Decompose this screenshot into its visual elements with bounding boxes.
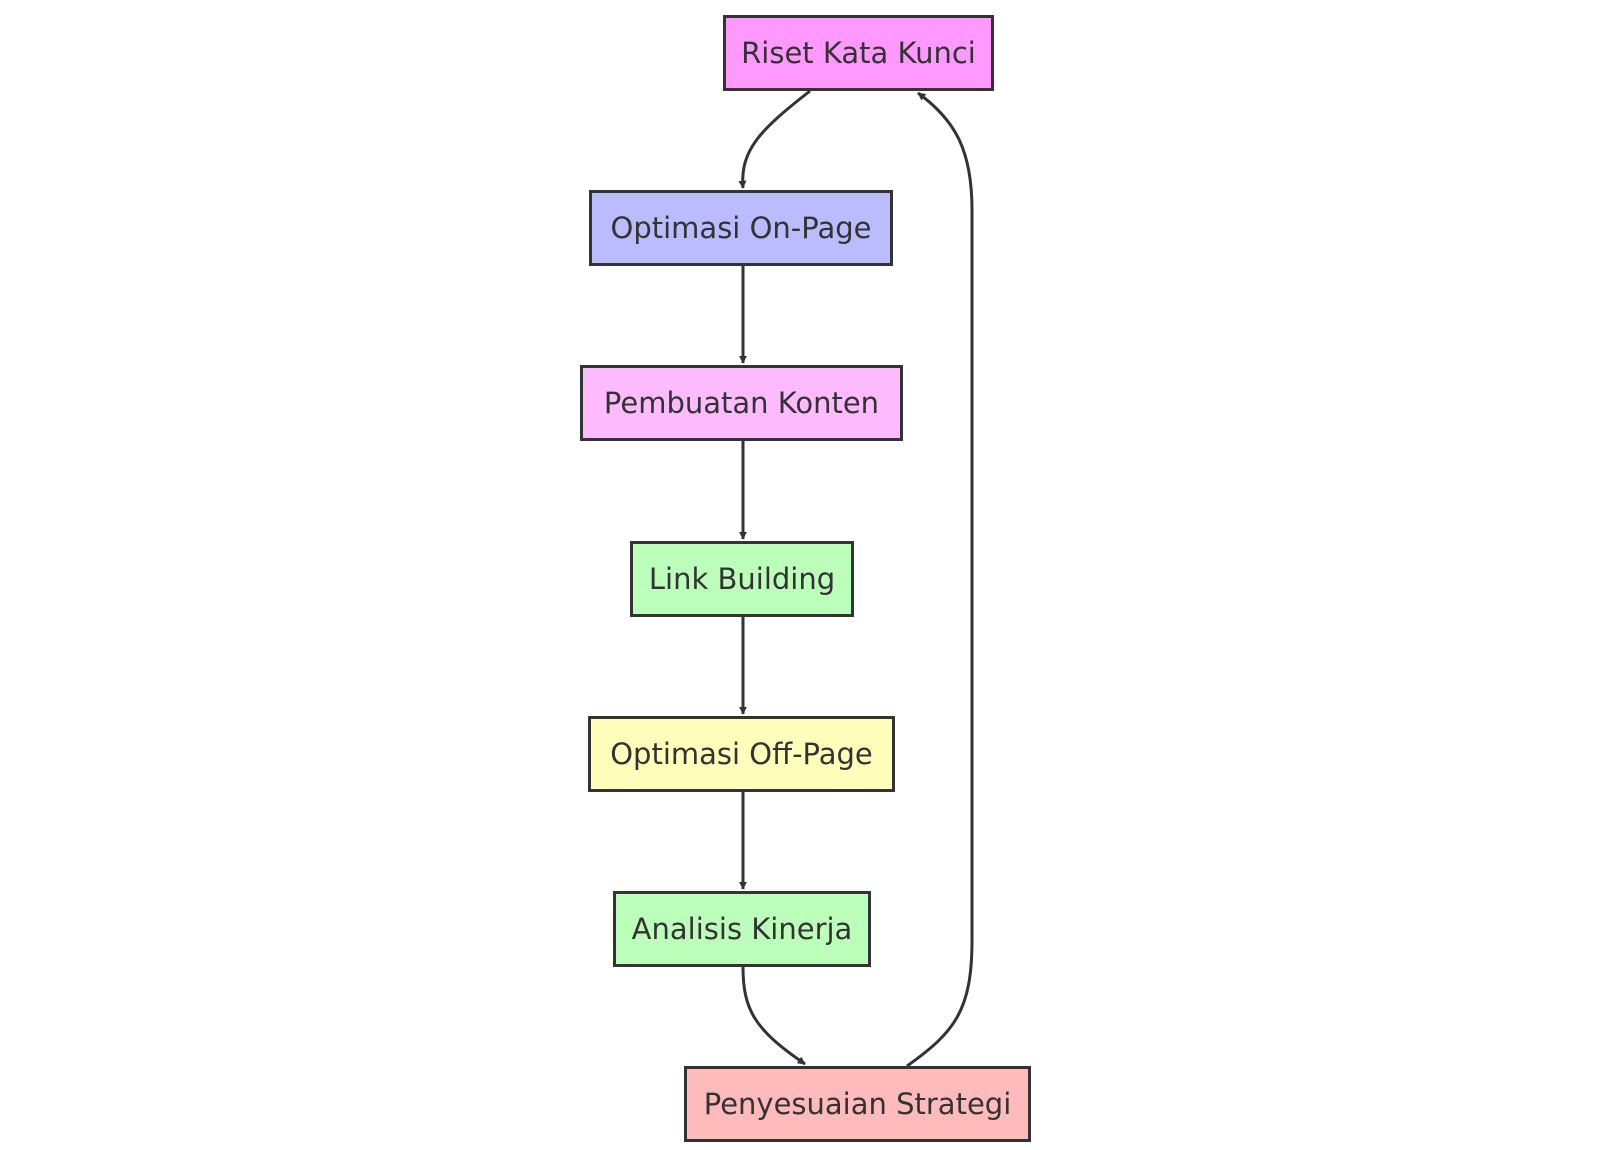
node-label: Link Building [648,562,836,596]
node-analisis-kinerja: Analisis Kinerja [613,891,871,967]
node-penyesuaian-strategi: Penyesuaian Strategi [684,1066,1031,1142]
node-label: Pembuatan Konten [603,386,880,420]
node-label: Optimasi Off-Page [610,737,873,771]
node-link-building: Link Building [630,541,854,617]
edge-riset-to-onpage [738,89,811,189]
edge-analisis-to-penyesuaian [741,966,806,1066]
node-pembuatan-konten: Pembuatan Konten [580,365,903,441]
node-label: Optimasi On-Page [610,211,872,245]
node-riset-kata-kunci: Riset Kata Kunci [723,15,994,91]
node-label: Analisis Kinerja [631,912,853,946]
node-label: Penyesuaian Strategi [703,1087,1012,1121]
node-label: Riset Kata Kunci [741,36,976,70]
node-optimasi-off-page: Optimasi Off-Page [588,716,895,792]
node-optimasi-on-page: Optimasi On-Page [589,190,893,266]
edge-penyesuaian-to-riset [906,91,974,1068]
